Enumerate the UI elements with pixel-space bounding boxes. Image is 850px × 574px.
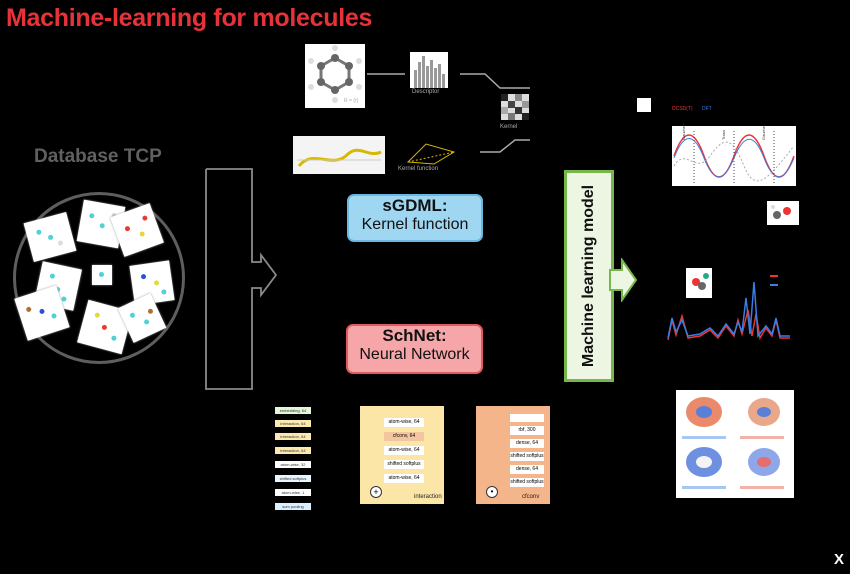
database-circle: [13, 192, 185, 364]
interaction-row: atom-wise, 64: [384, 418, 424, 427]
ml-model-label: Machine learning model: [580, 184, 597, 368]
conformer-label: Gauche+: [681, 123, 686, 140]
database-label: Database TCP: [34, 146, 162, 167]
electrostatic-maps: [676, 390, 794, 498]
cfconv-row: rbf, 300: [510, 426, 544, 435]
cfconv-row: dense, 64: [510, 439, 544, 448]
torsion-energy-plot: [672, 126, 796, 186]
molecule-card: [23, 211, 77, 263]
legend-dft: DFT: [702, 106, 712, 112]
flow-arrow-to-models: [205, 168, 278, 390]
ml-output-arrow: [609, 258, 638, 302]
sgdml-title: sGDML:: [382, 196, 448, 215]
legend-dcsd: DCSD(T): [672, 106, 693, 112]
schnet-subtitle: Neural Network: [359, 346, 470, 363]
slide-title: Machine-learning for molecules: [6, 4, 373, 32]
interaction-row: atom-wise, 64: [384, 446, 424, 455]
vibrational-spectrum: [667, 281, 790, 341]
distance-input: [510, 414, 544, 422]
kernel-label: Kernel: [500, 124, 518, 130]
cfconv-row: dense, 64: [510, 465, 544, 474]
schnet-layer: atom-wise, 1: [275, 489, 311, 496]
conformer-label: Gauche-: [761, 124, 766, 140]
schnet-title: SchNet:: [382, 326, 447, 345]
coordinate-formula: R = {r}: [344, 98, 359, 104]
small-molecule-image: [767, 201, 799, 225]
close-button[interactable]: X: [833, 551, 844, 568]
interaction-block: atom-wise, 64 cfconv, 64 atom-wise, 64 s…: [360, 406, 444, 504]
interaction-row: atom-wise, 64: [384, 474, 424, 483]
schnet-layer: interaction, 64: [275, 447, 311, 454]
spectrum-legend-red: [770, 275, 778, 277]
interaction-row: cfconv, 64: [384, 432, 424, 441]
interaction-caption: interaction: [414, 494, 442, 500]
kernel-function-label: Kernel function: [398, 166, 439, 172]
kernel-function-diagram: [406, 143, 456, 165]
energy-surface-image: [293, 136, 385, 174]
descriptor-histogram: [410, 52, 448, 88]
sgdml-subtitle: Kernel function: [361, 216, 469, 233]
schnet-box: SchNet: Neural Network: [346, 324, 483, 374]
schnet-layer: sum pooling: [275, 503, 311, 510]
molecule-card: [92, 265, 112, 285]
benzene-image: [305, 44, 365, 108]
cfconv-row: shifted softplus: [510, 478, 544, 487]
schnet-layer: atom-wise, 32: [275, 461, 311, 468]
descriptor-label: Descriptor: [412, 89, 440, 95]
spectrum-molecule-image: [686, 268, 712, 298]
cfconv-block: rbf, 300 dense, 64 shifted softplus dens…: [476, 406, 550, 504]
conformer-label: Trans: [721, 129, 726, 140]
ml-model-box: Machine learning model: [564, 170, 614, 382]
cfconv-caption: cfconv: [522, 494, 540, 500]
sgdml-connector-lines: [367, 73, 530, 153]
schnet-layer: interaction, 64: [275, 420, 311, 427]
results-marker: [637, 98, 651, 112]
sgdml-box: sGDML: Kernel function: [347, 194, 483, 242]
kernel-matrix: [501, 94, 529, 120]
multiply-icon: •: [486, 486, 498, 498]
interaction-row: shifted softplus: [384, 460, 424, 469]
schnet-layer: embedding, 64: [275, 407, 311, 414]
spectrum-legend-blue: [770, 284, 778, 286]
schnet-layer: shifted softplus: [275, 475, 311, 482]
sum-icon: +: [370, 486, 382, 498]
schnet-layer: interaction, 64: [275, 433, 311, 440]
cfconv-row: shifted softplus: [510, 452, 544, 461]
